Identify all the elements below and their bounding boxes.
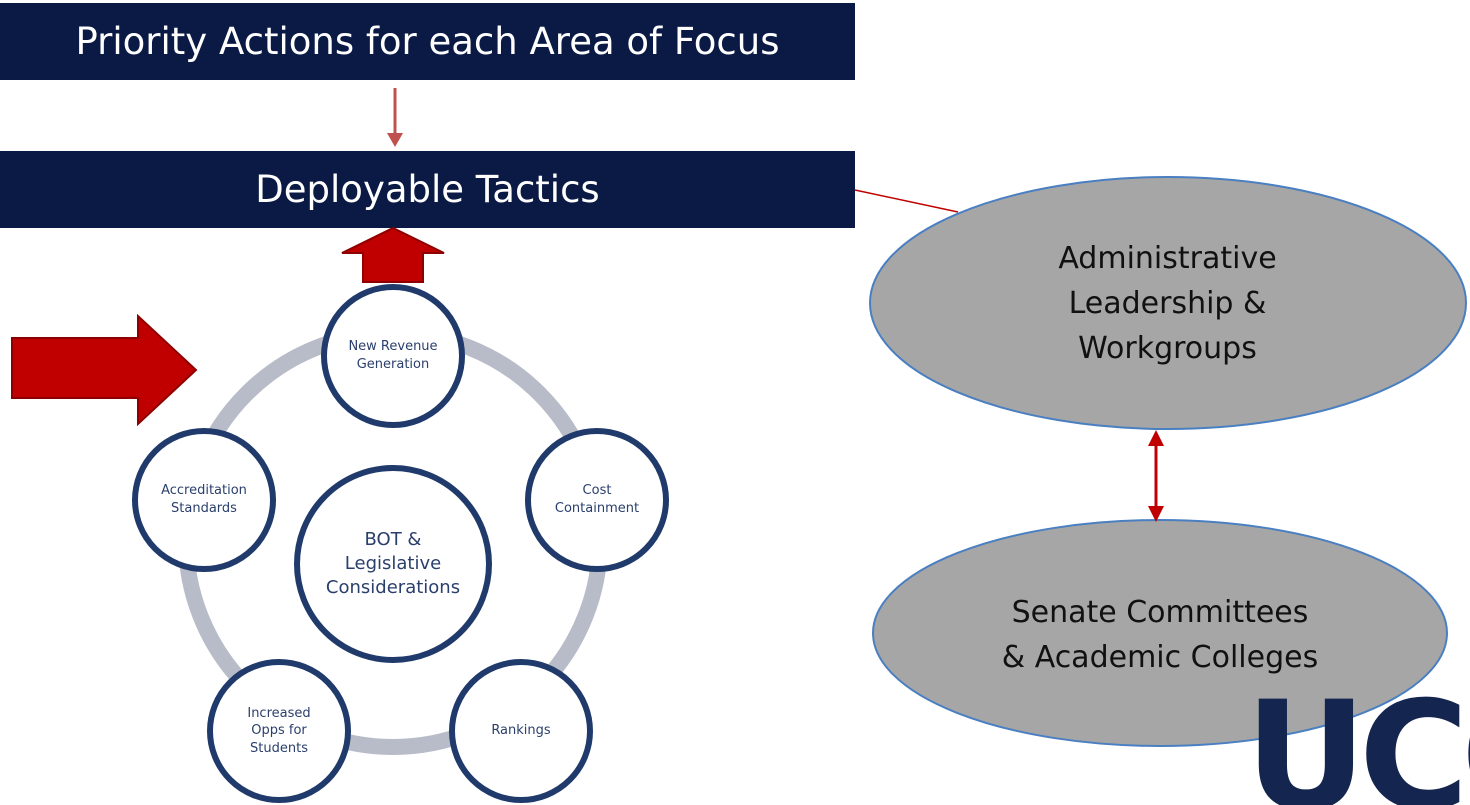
oval-label-administrative: Administrative Leadership & Workgroups (1058, 240, 1277, 366)
center-circle (294, 465, 492, 663)
node-label-rankings: Rankings (491, 723, 551, 739)
oval-administrative (869, 176, 1467, 430)
node-circle-increased-opps (207, 659, 351, 803)
up-arrow-icon (341, 226, 445, 283)
node-circle-cost-containment (525, 428, 669, 572)
priority-actions-banner: Priority Actions for each Area of Focus (0, 3, 855, 80)
priority-actions-title: Priority Actions for each Area of Focus (75, 20, 780, 63)
deployable-tactics-title: Deployable Tactics (255, 168, 600, 211)
node-circle-rankings (449, 659, 593, 803)
node-label-cost-containment: Cost Containment (554, 483, 640, 516)
node-label-increased-opps: Increased Opps for Students (247, 705, 311, 756)
node-label-new-revenue: New Revenue Generation (348, 339, 438, 372)
oval-connector-arrowhead-up (1148, 430, 1164, 446)
tactics-to-oval-line (854, 189, 959, 213)
right-arrow-icon (11, 313, 198, 427)
oval-label-senate: Senate Committees & Academic Colleges (1001, 595, 1319, 675)
oval-connector-arrowhead-down (1148, 506, 1164, 522)
uco-logo: UCO (1245, 690, 1470, 805)
oval-senate (872, 519, 1448, 747)
node-circle-accreditation (132, 428, 276, 572)
node-circle-new-revenue (321, 284, 465, 428)
center-label: BOT & Legislative Considerations (325, 528, 461, 599)
deployable-tactics-banner: Deployable Tactics (0, 151, 855, 228)
banner-connector-arrowhead (387, 133, 403, 147)
uco-logo-text: UCO (1245, 690, 1470, 805)
node-label-accreditation: Accreditation Standards (161, 483, 247, 516)
